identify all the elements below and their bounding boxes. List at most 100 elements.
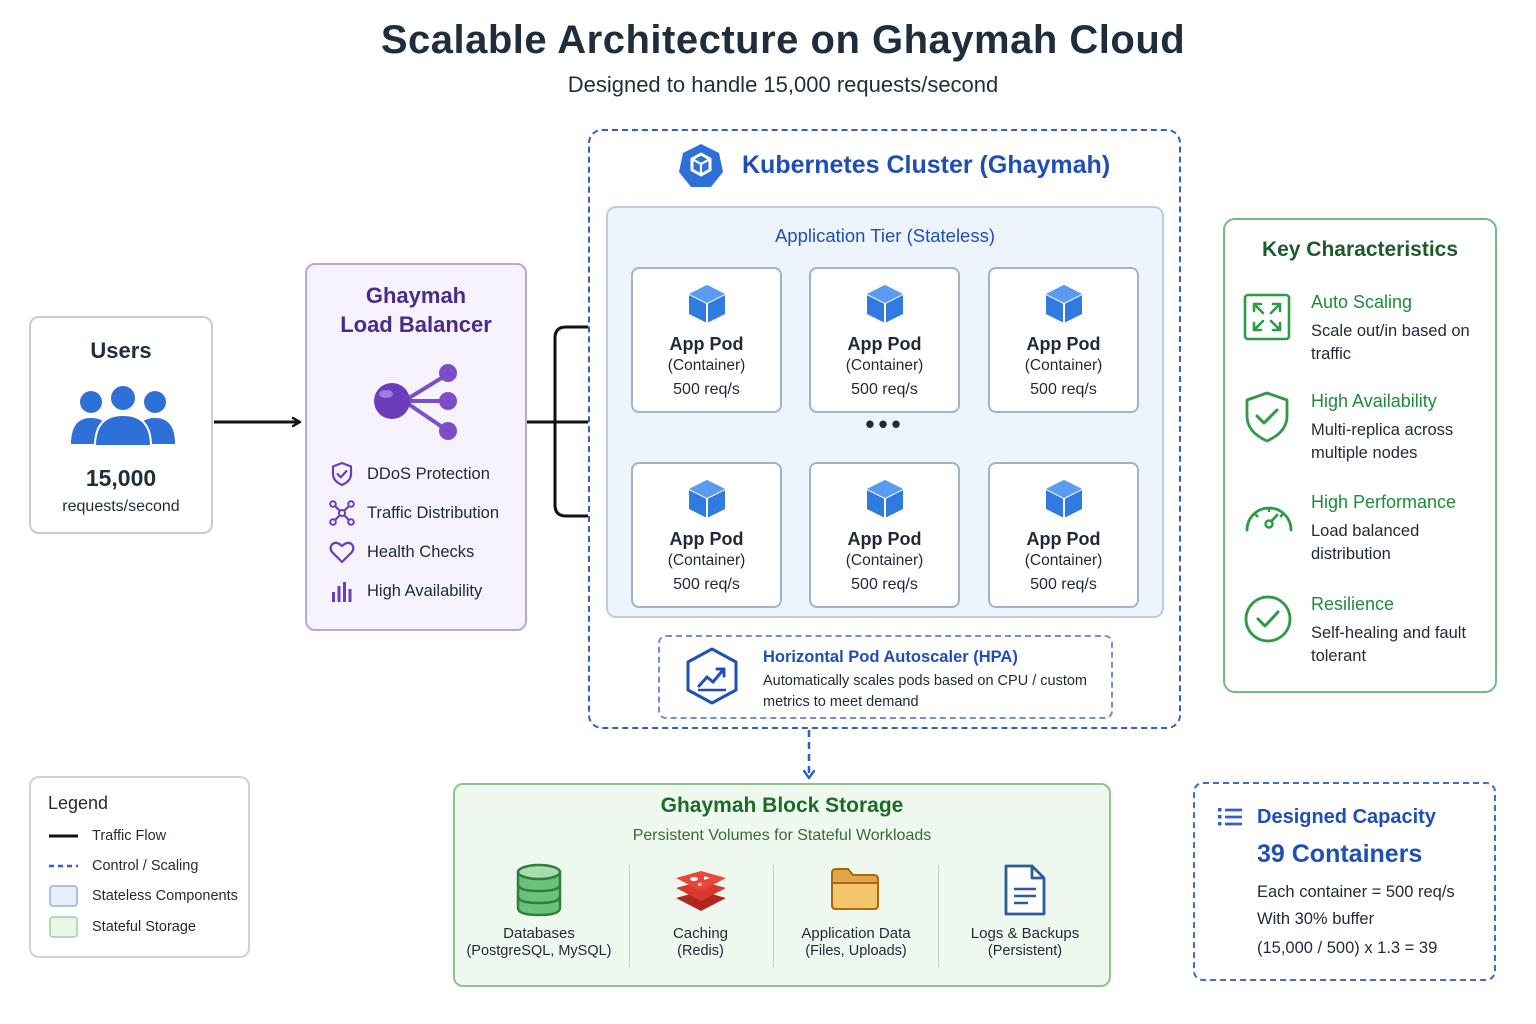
shield-check-icon: [1243, 391, 1291, 443]
expand-arrows-icon: [1243, 292, 1291, 342]
load-balancer-title-line2: Load Balancer: [340, 312, 492, 337]
lb-feature-health: Health Checks: [329, 539, 524, 565]
lb-to-pods-bottom-arrow: [553, 422, 601, 516]
legend-item-control: Control / Scaling: [49, 855, 198, 877]
bar-chart-icon: [329, 578, 355, 604]
pod-type: (Container): [1024, 357, 1103, 374]
lb-feature-availability: High Availability: [329, 578, 524, 604]
lb-feature-traffic: Traffic Distribution: [329, 500, 524, 526]
pod-name: App Pod: [1026, 334, 1101, 354]
cube-icon: [865, 478, 905, 520]
hpa-description: Automatically scales pods based on CPU /…: [763, 673, 1087, 710]
storage-divider: [629, 865, 630, 967]
pod-type: (Container): [667, 357, 746, 374]
legend-label: Stateful Storage: [92, 919, 196, 935]
cluster-title: Kubernetes Cluster (Ghaymah): [742, 151, 1111, 179]
users-request-unit: requests/second: [62, 498, 180, 515]
legend-dashed-line-swatch: [49, 864, 78, 868]
storage-item-name: Databases: [503, 925, 575, 942]
load-balancer-box: Ghaymah Load Balancer DDoS Protection Tr…: [305, 263, 527, 631]
block-storage-box: Ghaymah Block Storage Persistent Volumes…: [453, 783, 1111, 987]
hpa-title: Horizontal Pod Autoscaler (HPA): [763, 648, 1018, 666]
lb-feature-label: Traffic Distribution: [367, 503, 500, 522]
pod-name: App Pod: [669, 529, 744, 549]
users-request-count: 15,000: [85, 465, 157, 491]
users-icon: [71, 384, 175, 448]
list-icon: [1217, 806, 1243, 828]
capacity-line-1: Each container = 500 req/s: [1257, 883, 1455, 901]
capacity-line-3: (15,000 / 500) x 1.3 = 39: [1257, 939, 1438, 957]
legend-item-traffic: Traffic Flow: [49, 825, 166, 847]
storage-item-sub: (PostgreSQL, MySQL): [466, 943, 612, 959]
storage-item-name: Logs & Backups: [970, 925, 1080, 942]
pod-name: App Pod: [1026, 529, 1101, 549]
legend-solid-line-swatch: [49, 834, 78, 838]
pod-type: (Container): [845, 552, 924, 569]
check-circle-icon: [1243, 594, 1293, 644]
kc-item-desc: Load balanced distribution: [1311, 522, 1420, 563]
lb-feature-label: DDoS Protection: [367, 464, 490, 483]
app-pod: App Pod (Container) 500 req/s: [809, 462, 960, 608]
kc-item-desc: Multi-replica across multiple nodes: [1311, 421, 1454, 462]
kc-item-high-availability: High Availability Multi-replica across m…: [1243, 391, 1493, 471]
pod-type: (Container): [1024, 552, 1103, 569]
legend-label: Stateless Components: [92, 888, 238, 904]
designed-capacity-box: Designed Capacity 39 Containers Each con…: [1193, 782, 1496, 981]
heart-icon: [329, 539, 355, 565]
capacity-value: 39 Containers: [1257, 840, 1423, 868]
kc-item-title: High Availability: [1311, 391, 1437, 411]
lb-to-pods-top-arrow: [553, 327, 601, 422]
storage-subtitle: Persistent Volumes for Stateful Workload…: [632, 827, 932, 844]
legend-item-stateful: Stateful Storage: [49, 916, 196, 938]
legend-stateless-swatch: [49, 885, 78, 907]
app-pod: App Pod (Container) 500 req/s: [631, 462, 782, 608]
more-pods-ellipsis: •••: [865, 409, 905, 439]
pod-rate: 500 req/s: [1030, 576, 1097, 593]
kc-item-title: Auto Scaling: [1311, 292, 1413, 312]
users-title: Users: [90, 338, 152, 363]
load-balancer-icon: [370, 361, 462, 441]
capacity-line-2: With 30% buffer: [1257, 910, 1375, 928]
application-tier-title: Application Tier (Stateless): [774, 225, 996, 246]
users-box: Users 15,000 requests/second: [29, 316, 213, 534]
application-tier-box: Application Tier (Stateless) App Pod (Co…: [606, 206, 1164, 618]
app-pod: App Pod (Container) 500 req/s: [809, 267, 960, 413]
folder-icon: [830, 867, 880, 911]
shield-icon: [329, 461, 355, 487]
pod-type: (Container): [667, 552, 746, 569]
database-icon: [515, 863, 563, 917]
kc-item-resilience: Resilience Self-healing and fault tolera…: [1243, 594, 1493, 674]
kubernetes-icon: [677, 142, 725, 190]
pod-rate: 500 req/s: [673, 576, 740, 593]
lb-feature-label: High Availability: [367, 581, 483, 600]
autoscaler-chart-icon: [684, 646, 740, 706]
cube-icon: [1044, 478, 1084, 520]
load-balancer-title: Ghaymah Load Balancer: [307, 281, 525, 339]
cube-icon: [1044, 283, 1084, 325]
hpa-box: Horizontal Pod Autoscaler (HPA) Automati…: [658, 635, 1113, 719]
page-subtitle: Designed to handle 15,000 requests/secon…: [567, 72, 999, 97]
storage-divider: [773, 865, 774, 967]
kc-item-auto-scaling: Auto Scaling Scale out/in based on traff…: [1243, 292, 1493, 372]
load-balancer-title-line1: Ghaymah: [365, 283, 467, 308]
document-icon: [1003, 863, 1047, 917]
distribution-icon: [329, 500, 355, 526]
kc-item-desc: Scale out/in based on traffic: [1311, 322, 1470, 363]
page-title: Scalable Architecture on Ghaymah Cloud: [380, 18, 1186, 62]
legend-box: Legend Traffic Flow Control / Scaling St…: [29, 776, 250, 958]
storage-item-name: Caching: [672, 925, 729, 942]
storage-item-sub: (Files, Uploads): [805, 943, 907, 959]
legend-item-stateless: Stateless Components: [49, 885, 238, 907]
kc-item-title: Resilience: [1311, 594, 1395, 614]
app-pod: App Pod (Container) 500 req/s: [988, 462, 1139, 608]
cube-icon: [687, 283, 727, 325]
kc-item-high-performance: High Performance Load balanced distribut…: [1243, 492, 1493, 572]
pod-rate: 500 req/s: [851, 381, 918, 398]
storage-divider: [938, 865, 939, 967]
app-pod: App Pod (Container) 500 req/s: [631, 267, 782, 413]
kubernetes-cluster-box: Kubernetes Cluster (Ghaymah) Application…: [588, 129, 1181, 729]
app-pod: App Pod (Container) 500 req/s: [988, 267, 1139, 413]
legend-label: Traffic Flow: [92, 828, 167, 844]
pod-name: App Pod: [847, 334, 922, 354]
pod-name: App Pod: [669, 334, 744, 354]
